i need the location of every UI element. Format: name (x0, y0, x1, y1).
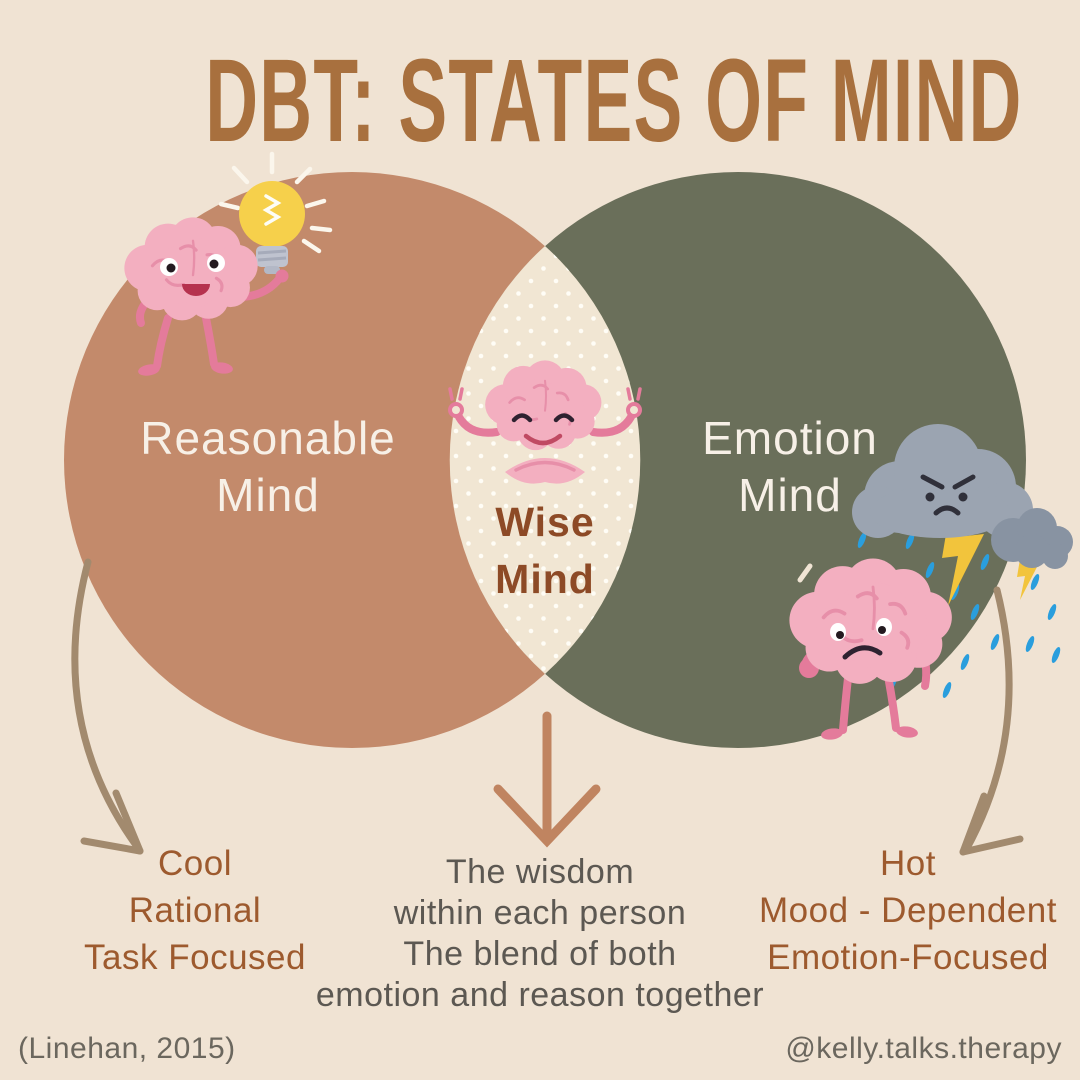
desc-line: The blend of both (403, 935, 677, 973)
wise-mind-description: The wisdom within each person The blend … (280, 852, 800, 1016)
reasonable-mind-label: Reasonable Mind (118, 410, 418, 524)
storm-cloud-icon (852, 424, 1073, 569)
desc-line: Task Focused (84, 938, 306, 977)
citation: (Linehan, 2015) (18, 1032, 236, 1065)
meditating-brain-icon (448, 359, 642, 484)
emotion-mind-line1: Emotion (702, 412, 878, 464)
desc-line: Cool (158, 844, 232, 883)
reasonable-mind-line2: Mind (216, 469, 320, 521)
emotion-mind-line2: Mind (738, 469, 842, 521)
wise-mind-line2: Mind (495, 556, 595, 602)
instagram-handle: @kelly.talks.therapy (785, 1032, 1062, 1065)
arrow-left (71, 558, 144, 855)
desc-line: Rational (128, 891, 262, 930)
sad-brain-icon (787, 556, 954, 740)
reasonable-mind-line1: Reasonable (140, 412, 396, 464)
arrow-right (959, 586, 1024, 856)
desc-line: Hot (880, 844, 936, 883)
happy-brain-icon (122, 215, 289, 376)
desc-line: within each person (393, 894, 687, 932)
lightbulb-icon (218, 151, 333, 274)
desc-line: Mood - Dependent (759, 891, 1057, 930)
wise-mind-label: Wise Mind (445, 494, 645, 608)
wise-mind-line1: Wise (495, 499, 595, 545)
reasonable-mind-description: Cool Rational Task Focused (45, 840, 345, 981)
emotion-mind-label: Emotion Mind (640, 410, 940, 524)
desc-line: Emotion-Focused (767, 938, 1049, 977)
desc-line: The wisdom (445, 853, 635, 891)
desc-line: emotion and reason together (315, 976, 765, 1014)
emotion-mind-description: Hot Mood - Dependent Emotion-Focused (758, 840, 1058, 981)
page-title: DBT: STATES OF MIND (205, 35, 1023, 167)
arrow-center (493, 711, 601, 848)
